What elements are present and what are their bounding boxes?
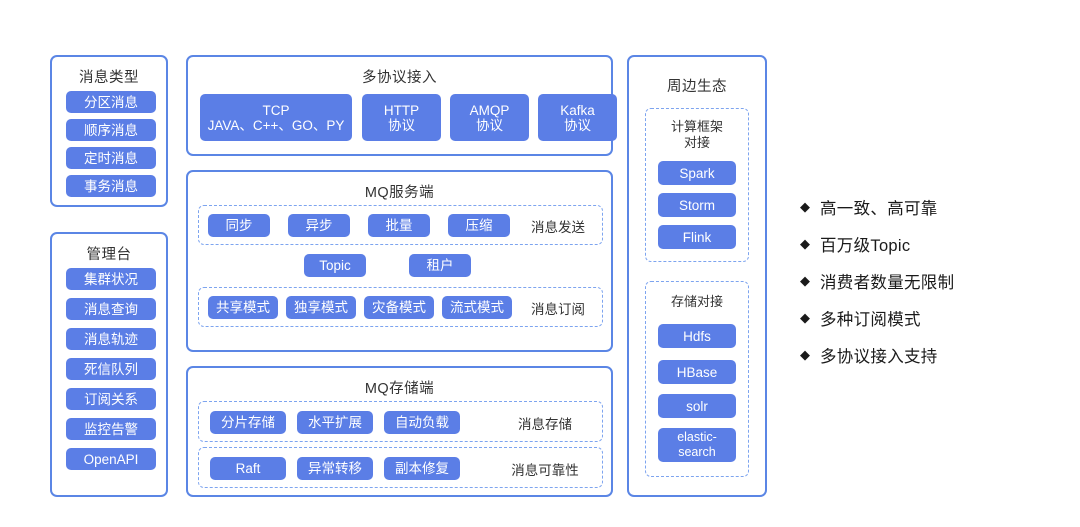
highlight-item: ◆ 消费者数量无限制 xyxy=(800,262,1070,299)
panel-mq-storage: MQ存储端 分片存储 水平扩展 自动负载 消息存储 Raft 异常转移 副本修复… xyxy=(186,366,613,497)
diamond-bullet-icon: ◆ xyxy=(800,273,810,288)
chip-stream-mode[interactable]: 流式模式 xyxy=(442,296,512,319)
panel-title-mq-storage: MQ存储端 xyxy=(364,381,435,397)
chip-storm[interactable]: Storm xyxy=(658,193,736,217)
panel-title-message-types: 消息类型 xyxy=(79,70,139,86)
chip-shared-mode[interactable]: 共享模式 xyxy=(208,296,278,319)
chip-tenant[interactable]: 租户 xyxy=(409,254,471,277)
chip-amqp-protocol[interactable]: AMQP 协议 xyxy=(450,94,529,141)
chip-hbase[interactable]: HBase xyxy=(658,360,736,384)
group-message-storage: 分片存储 水平扩展 自动负载 消息存储 xyxy=(198,401,603,442)
panel-protocol-access: 多协议接入 TCP JAVA、C++、GO、PY HTTP 协议 AMQP 协议… xyxy=(186,55,617,156)
chip-openapi[interactable]: OpenAPI xyxy=(66,448,156,470)
highlight-text: 消费者数量无限制 xyxy=(820,273,955,292)
highlight-text: 高一致、高可靠 xyxy=(820,199,938,218)
chip-async[interactable]: 异步 xyxy=(288,214,350,237)
panel-management-console: 管理台 集群状况 消息查询 消息轨迹 死信队列 订阅关系 监控告警 OpenAP… xyxy=(50,232,168,497)
chip-ordered-message[interactable]: 顺序消息 xyxy=(66,119,156,141)
highlight-text: 多种订阅模式 xyxy=(820,310,921,329)
chip-failover-transfer[interactable]: 异常转移 xyxy=(297,457,373,480)
chip-message-query[interactable]: 消息查询 xyxy=(66,298,156,320)
diamond-bullet-icon: ◆ xyxy=(800,199,810,214)
chip-exclusive-mode[interactable]: 独享模式 xyxy=(286,296,356,319)
chip-http-protocol[interactable]: HTTP 协议 xyxy=(362,94,441,141)
panel-mq-server: MQ服务端 同步 异步 批量 压缩 消息发送 Topic 租户 共享模式 独享模… xyxy=(186,170,613,352)
chip-horizontal-scaling[interactable]: 水平扩展 xyxy=(297,411,373,434)
highlight-item: ◆ 多协议接入支持 xyxy=(800,336,1070,373)
chip-compress[interactable]: 压缩 xyxy=(448,214,510,237)
label-message-send: 消息发送 xyxy=(531,219,585,235)
group-message-send: 同步 异步 批量 压缩 消息发送 xyxy=(198,205,603,245)
chip-tcp-protocol[interactable]: TCP JAVA、C++、GO、PY xyxy=(200,94,352,141)
highlights-list: ◆ 高一致、高可靠 ◆ 百万级Topic ◆ 消费者数量无限制 ◆ 多种订阅模式… xyxy=(800,188,1070,373)
highlight-text: 百万级Topic xyxy=(820,236,911,255)
chip-elasticsearch[interactable]: elastic- search xyxy=(658,428,736,462)
group-storage-connect: 存储对接 Hdfs HBase solr elastic- search xyxy=(645,281,749,477)
panel-title-mq-server: MQ服务端 xyxy=(364,185,435,201)
chip-failover-mode[interactable]: 灾备模式 xyxy=(364,296,434,319)
chip-flink[interactable]: Flink xyxy=(658,225,736,249)
chip-batch[interactable]: 批量 xyxy=(368,214,430,237)
highlight-item: ◆ 百万级Topic xyxy=(800,225,1070,262)
chip-transaction-message[interactable]: 事务消息 xyxy=(66,175,156,197)
chip-partition-message[interactable]: 分区消息 xyxy=(66,91,156,113)
chip-kafka-protocol[interactable]: Kafka 协议 xyxy=(538,94,617,141)
group-title-compute-framework: 计算框架 对接 xyxy=(670,119,723,150)
panel-title-ecosystem: 周边生态 xyxy=(667,79,727,95)
panel-message-types: 消息类型 分区消息 顺序消息 定时消息 事务消息 xyxy=(50,55,168,207)
diamond-bullet-icon: ◆ xyxy=(800,347,810,362)
chip-scheduled-message[interactable]: 定时消息 xyxy=(66,147,156,169)
highlight-item: ◆ 高一致、高可靠 xyxy=(800,188,1070,225)
panel-ecosystem: 周边生态 计算框架 对接 Spark Storm Flink 存储对接 Hdfs… xyxy=(627,55,767,497)
panel-title-protocol-access: 多协议接入 xyxy=(362,70,437,86)
chip-sync[interactable]: 同步 xyxy=(208,214,270,237)
chip-auto-load-balance[interactable]: 自动负载 xyxy=(384,411,460,434)
chip-message-trace[interactable]: 消息轨迹 xyxy=(66,328,156,350)
chip-dead-letter-queue[interactable]: 死信队列 xyxy=(66,358,156,380)
chip-spark[interactable]: Spark xyxy=(658,161,736,185)
chip-hdfs[interactable]: Hdfs xyxy=(658,324,736,348)
chip-replica-repair[interactable]: 副本修复 xyxy=(384,457,460,480)
chip-raft[interactable]: Raft xyxy=(210,457,286,480)
label-message-storage: 消息存储 xyxy=(518,416,572,432)
chip-topic[interactable]: Topic xyxy=(304,254,366,277)
group-message-subscribe: 共享模式 独享模式 灾备模式 流式模式 消息订阅 xyxy=(198,287,603,327)
group-compute-framework: 计算框架 对接 Spark Storm Flink xyxy=(645,108,749,262)
label-message-subscribe: 消息订阅 xyxy=(531,301,585,317)
group-message-reliability: Raft 异常转移 副本修复 消息可靠性 xyxy=(198,447,603,488)
panel-title-management-console: 管理台 xyxy=(86,247,132,263)
highlight-item: ◆ 多种订阅模式 xyxy=(800,299,1070,336)
diamond-bullet-icon: ◆ xyxy=(800,236,810,251)
chip-sharded-storage[interactable]: 分片存储 xyxy=(210,411,286,434)
diamond-bullet-icon: ◆ xyxy=(800,310,810,325)
highlight-text: 多协议接入支持 xyxy=(820,347,938,366)
group-title-storage-connect: 存储对接 xyxy=(670,294,723,309)
chip-cluster-status[interactable]: 集群状况 xyxy=(66,268,156,290)
label-message-reliability: 消息可靠性 xyxy=(511,462,579,478)
chip-solr[interactable]: solr xyxy=(658,394,736,418)
chip-monitor-alarm[interactable]: 监控告警 xyxy=(66,418,156,440)
chip-subscription-relation[interactable]: 订阅关系 xyxy=(66,388,156,410)
